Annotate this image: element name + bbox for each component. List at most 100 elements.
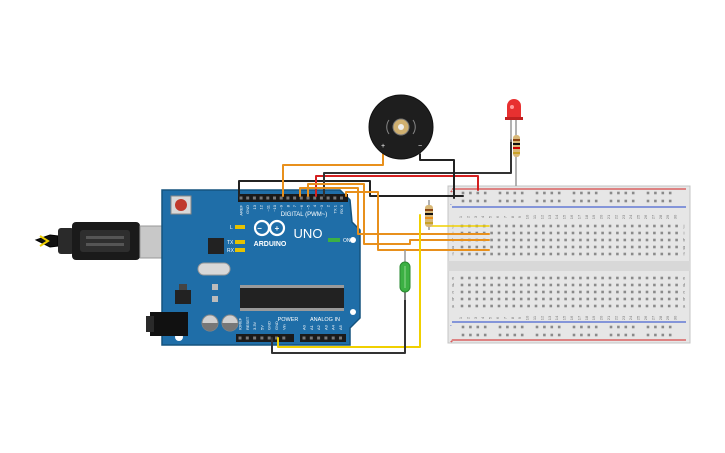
digital-pin-hole[interactable] <box>266 196 270 200</box>
breadboard-hole[interactable] <box>586 252 590 256</box>
breadboard-hole[interactable] <box>505 297 508 301</box>
breadboard-hole[interactable] <box>556 252 560 256</box>
breadboard-hole[interactable] <box>660 290 664 294</box>
breadboard-hole[interactable] <box>460 290 464 294</box>
breadboard-hole[interactable] <box>469 191 472 195</box>
breadboard-hole[interactable] <box>505 238 508 242</box>
breadboard-hole[interactable] <box>653 245 656 249</box>
breadboard-hole[interactable] <box>653 276 656 280</box>
breadboard-hole[interactable] <box>556 276 560 280</box>
breadboard-hole[interactable] <box>490 238 493 242</box>
breadboard-hole[interactable] <box>660 245 664 249</box>
breadboard-hole[interactable] <box>556 297 560 301</box>
digital-pin-hole[interactable] <box>252 196 256 200</box>
breadboard-hole[interactable] <box>549 283 553 287</box>
breadboard-hole[interactable] <box>534 276 538 280</box>
breadboard-hole[interactable] <box>661 191 665 195</box>
breadboard-hole[interactable] <box>638 276 641 280</box>
breadboard-hole[interactable] <box>475 297 479 301</box>
breadboard-hole[interactable] <box>483 333 487 337</box>
breadboard-hole[interactable] <box>594 325 598 329</box>
breadboard-hole[interactable] <box>475 290 479 294</box>
breadboard-hole[interactable] <box>609 325 613 329</box>
breadboard-hole[interactable] <box>482 245 486 249</box>
breadboard-hole[interactable] <box>482 252 486 256</box>
breadboard-hole[interactable] <box>534 238 538 242</box>
breadboard-hole[interactable] <box>534 304 538 308</box>
wire-buzzer-black[interactable] <box>419 149 455 199</box>
wire-orange-1[interactable] <box>299 187 490 235</box>
breadboard-hole[interactable] <box>468 245 471 249</box>
breadboard-hole[interactable] <box>571 290 575 294</box>
digital-pin-hole[interactable] <box>333 196 337 200</box>
power-pin-holes[interactable] <box>238 336 286 340</box>
breadboard-hole[interactable] <box>557 191 561 195</box>
breadboard-hole[interactable] <box>564 297 567 301</box>
breadboard-hole[interactable] <box>483 325 487 329</box>
breadboard-hole[interactable] <box>512 231 516 235</box>
breadboard-hole[interactable] <box>593 276 597 280</box>
breadboard-hole[interactable] <box>490 245 493 249</box>
breadboard-hole[interactable] <box>475 252 479 256</box>
breadboard-hole[interactable] <box>593 290 597 294</box>
digital-pin-hole[interactable] <box>299 196 303 200</box>
breadboard-hole[interactable] <box>520 199 524 203</box>
breadboard-hole[interactable] <box>534 283 538 287</box>
breadboard-hole[interactable] <box>638 238 641 242</box>
digital-pin-hole[interactable] <box>319 196 323 200</box>
breadboard-hole[interactable] <box>667 245 671 249</box>
breadboard-hole[interactable] <box>557 199 561 203</box>
breadboard-hole[interactable] <box>646 325 650 329</box>
breadboard-hole[interactable] <box>623 252 627 256</box>
breadboard-hole[interactable] <box>542 224 545 228</box>
breadboard-hole[interactable] <box>497 245 501 249</box>
breadboard-hole[interactable] <box>527 297 530 301</box>
breadboard-hole[interactable] <box>534 252 538 256</box>
breadboard-hole[interactable] <box>497 297 501 301</box>
breadboard-hole[interactable] <box>594 199 598 203</box>
wire-orange-3[interactable] <box>345 191 490 251</box>
breadboard-hole[interactable] <box>638 252 641 256</box>
breadboard-hole[interactable] <box>505 276 508 280</box>
breadboard-hole[interactable] <box>461 325 465 329</box>
breadboard-hole[interactable] <box>512 252 516 256</box>
breadboard-hole[interactable] <box>497 252 501 256</box>
power-pin-hole[interactable] <box>245 336 249 340</box>
breadboard-hole[interactable] <box>608 231 612 235</box>
digital-pin-hole[interactable] <box>246 196 250 200</box>
breadboard-hole[interactable] <box>527 304 530 308</box>
breadboard-hole[interactable] <box>616 276 619 280</box>
breadboard-hole[interactable] <box>520 333 524 337</box>
breadboard-hole[interactable] <box>535 333 539 337</box>
digital-pin-hole[interactable] <box>306 196 310 200</box>
breadboard-hole[interactable] <box>653 238 656 242</box>
breadboard-hole[interactable] <box>631 199 635 203</box>
breadboard-hole[interactable] <box>505 290 508 294</box>
breadboard-hole[interactable] <box>542 304 545 308</box>
breadboard-hole[interactable] <box>638 231 641 235</box>
breadboard-hole[interactable] <box>527 276 530 280</box>
breadboard-hole[interactable] <box>505 283 508 287</box>
breadboard-hole[interactable] <box>593 224 597 228</box>
breadboard-hole[interactable] <box>460 245 464 249</box>
breadboard-hole[interactable] <box>668 333 672 337</box>
breadboard-hole[interactable] <box>490 297 493 301</box>
breadboard-hole[interactable] <box>675 297 678 301</box>
breadboard-hole[interactable] <box>580 191 583 195</box>
breadboard-hole[interactable] <box>579 252 582 256</box>
breadboard-hole[interactable] <box>579 297 582 301</box>
breadboard-hole[interactable] <box>542 297 545 301</box>
breadboard-hole[interactable] <box>498 333 502 337</box>
analog-pin-holes[interactable] <box>302 336 343 340</box>
digital-header[interactable] <box>238 194 348 202</box>
breadboard-hole[interactable] <box>497 224 501 228</box>
breadboard-hole[interactable] <box>527 283 530 287</box>
analog-pin-hole[interactable] <box>309 336 313 340</box>
breadboard-hole[interactable] <box>667 290 671 294</box>
breadboard-hole[interactable] <box>542 283 545 287</box>
breadboard-hole[interactable] <box>630 297 634 301</box>
breadboard-hole[interactable] <box>601 290 604 294</box>
breadboard-hole[interactable] <box>675 238 678 242</box>
breadboard-hole[interactable] <box>646 333 650 337</box>
breadboard-hole[interactable] <box>512 290 516 294</box>
